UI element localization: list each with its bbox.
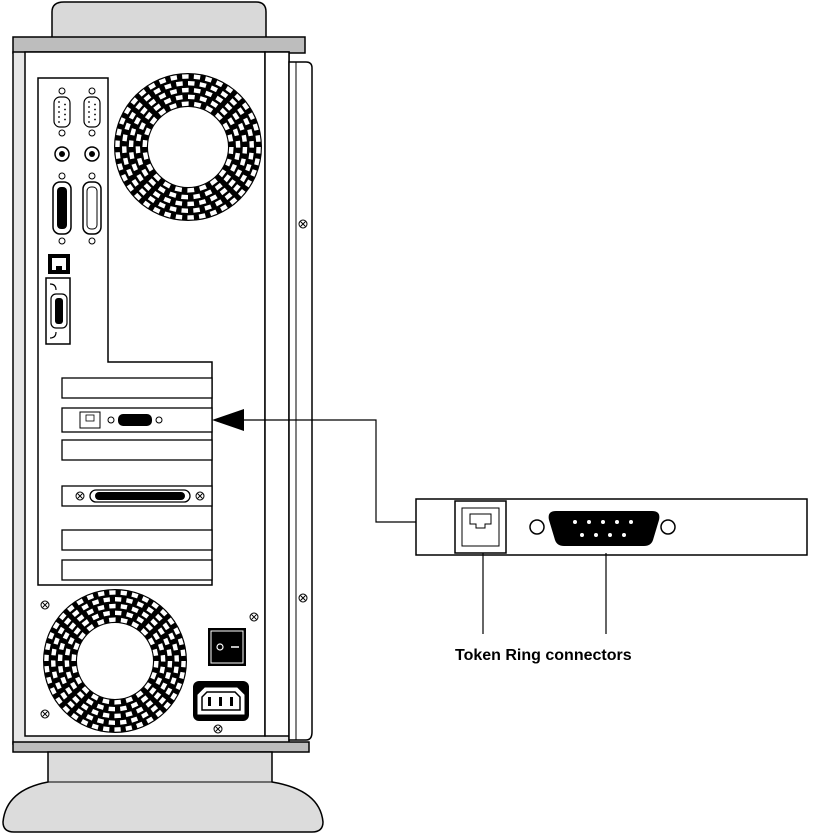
db9-mount-hole [660, 519, 676, 535]
upper-fan-grille [114, 73, 262, 221]
serial-pin-dots [58, 101, 96, 123]
tower-top-rail [12, 36, 306, 54]
callout-leader-line [244, 419, 416, 523]
ps2-port-icon [54, 146, 70, 162]
tower-stand [2, 751, 324, 833]
power-switch-icon [208, 628, 246, 666]
db9-mount-hole [529, 519, 545, 535]
rj45-jack-icon [454, 500, 507, 554]
token-ring-card-detail [415, 498, 808, 556]
ethernet-port-icon [48, 254, 70, 274]
tower-side-door [288, 61, 313, 741]
power-inlet-icon [193, 681, 249, 721]
lower-fan-grille [43, 589, 187, 733]
expansion-slot-3 [61, 439, 213, 461]
serial-port-1 [53, 87, 71, 137]
tower-top-cap [51, 1, 267, 39]
video-port [45, 277, 71, 345]
ps2-port-icon [84, 146, 100, 162]
tower-side-strip [264, 51, 290, 737]
callout-arrowhead [212, 409, 244, 431]
screw-icon [75, 491, 85, 501]
parallel-port-2 [82, 172, 102, 245]
fan-screw-icon [40, 600, 50, 610]
screw-icon [195, 491, 205, 501]
scsi-card-slot [61, 485, 213, 507]
side-screw-icon [298, 593, 308, 603]
expansion-slot-6 [61, 559, 213, 581]
token-ring-card-slot [61, 407, 213, 433]
expansion-slot-5 [61, 529, 213, 551]
side-screw-icon [298, 219, 308, 229]
fan-screw-icon [40, 709, 50, 719]
db9-connector-icon [548, 511, 660, 546]
tower-bottom-rail [12, 741, 310, 753]
connector-label: Token Ring connectors [455, 647, 632, 664]
parallel-port-1 [52, 172, 72, 245]
serial-port-2 [83, 87, 101, 137]
fan-screw-icon [213, 724, 223, 734]
fan-screw-icon [249, 612, 259, 622]
expansion-slot-1 [61, 377, 213, 399]
